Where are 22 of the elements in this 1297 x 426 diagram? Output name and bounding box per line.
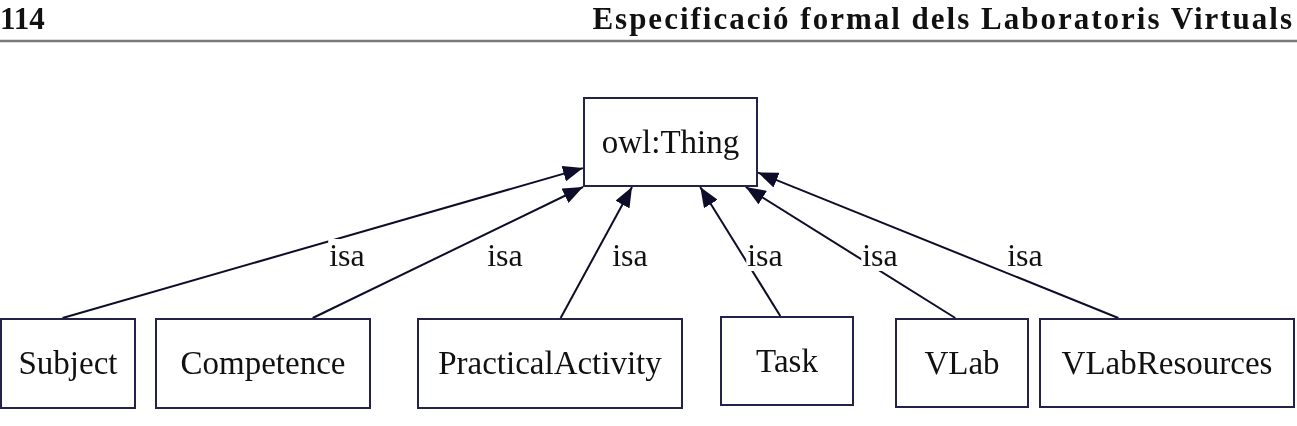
arrow xyxy=(699,186,782,317)
class-name: VLabResources xyxy=(1061,344,1273,382)
class-name: Subject xyxy=(18,345,118,382)
arrow xyxy=(559,186,633,319)
class-name: VLab xyxy=(924,344,1000,382)
class-box xyxy=(417,318,683,409)
arrow xyxy=(61,165,584,319)
class-name: PracticalActivity xyxy=(438,345,662,382)
class-name: owl:Thing xyxy=(601,123,740,161)
class-name: Task xyxy=(756,342,818,380)
arrow xyxy=(744,186,957,319)
page-number: 114 xyxy=(0,3,45,34)
arrow xyxy=(757,171,1120,319)
class-box xyxy=(155,318,371,409)
class-box xyxy=(0,318,136,409)
arrow xyxy=(311,186,584,319)
class-box xyxy=(1039,318,1295,408)
class-box xyxy=(895,318,1029,408)
class-box xyxy=(583,97,758,187)
class-box xyxy=(720,316,854,406)
running-head: Especificació formal dels Laboratoris Virtuals xyxy=(592,3,1294,34)
class-name: Competence xyxy=(180,345,346,382)
